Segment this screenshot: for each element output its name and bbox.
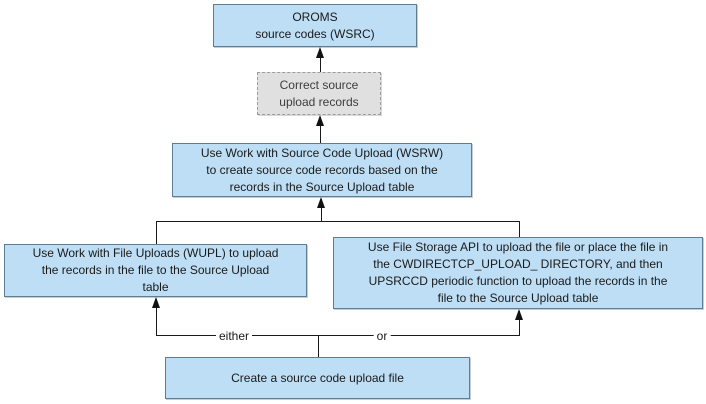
node-wupl-line1: Use Work with File Uploads (WUPL) to upl… xyxy=(32,246,279,260)
connector-merge-to-wsrw xyxy=(321,199,322,221)
arrowhead-up-wsrw-icon xyxy=(317,197,325,208)
arrowhead-up-wupl-icon xyxy=(152,297,160,308)
node-wsrw-line3: records in the Source Upload table xyxy=(229,179,415,194)
node-wsrw-line2: to create source code records based on t… xyxy=(206,162,438,177)
connector-branch-to-file-storage xyxy=(519,311,520,335)
connector-merge-left-drop xyxy=(156,221,157,244)
connector-wsrw-to-correct xyxy=(320,117,321,143)
node-oroms: OROMS source codes (WSRC) xyxy=(213,4,417,47)
connector-branch-horizontal xyxy=(156,335,520,336)
node-wsrw-create-records: Use Work with Source Code Upload (WSRW) … xyxy=(172,143,472,197)
node-correct-line1: Correct source xyxy=(279,77,359,92)
node-create-line1: Create a source code upload file xyxy=(231,370,404,385)
node-file-storage-line1: Use File Storage API to upload the file … xyxy=(367,240,669,254)
node-wupl-line2: the records in the file to the Source Up… xyxy=(41,263,270,277)
node-oroms-line1: OROMS xyxy=(292,9,338,24)
node-correct-line2: upload records xyxy=(279,94,359,109)
node-correct-upload-records: Correct source upload records xyxy=(257,72,381,115)
connector-branch-to-wupl xyxy=(156,299,157,335)
node-oroms-line2: source codes (WSRC) xyxy=(255,26,375,41)
node-file-storage-line4: file to the Source Upload table xyxy=(437,291,599,305)
node-wupl-file-uploads: Use Work with File Uploads (WUPL) to upl… xyxy=(4,244,307,297)
arrowhead-up-correct-icon xyxy=(316,115,324,126)
connector-merge-right-drop xyxy=(519,221,520,237)
node-create-upload-file: Create a source code upload file xyxy=(165,357,470,399)
connector-create-stub xyxy=(318,335,319,357)
arrowhead-up-file-storage-icon xyxy=(515,309,523,320)
node-file-storage-line2: the CWDIRECTCP_UPLOAD_ DIRECTORY, and th… xyxy=(373,257,663,271)
node-wsrw-line1: Use Work with Source Code Upload (WSRW) xyxy=(200,145,444,160)
node-wupl-line3: table xyxy=(142,280,169,294)
connector-correct-to-oroms xyxy=(320,49,321,72)
label-either: either xyxy=(215,329,253,343)
node-file-storage-line3: UPSRCCD periodic function to upload the … xyxy=(368,274,668,288)
connector-merge-horizontal xyxy=(156,221,520,222)
label-or: or xyxy=(373,329,391,343)
node-file-storage-api: Use File Storage API to upload the file … xyxy=(333,237,703,309)
arrowhead-up-oroms-icon xyxy=(316,47,324,58)
